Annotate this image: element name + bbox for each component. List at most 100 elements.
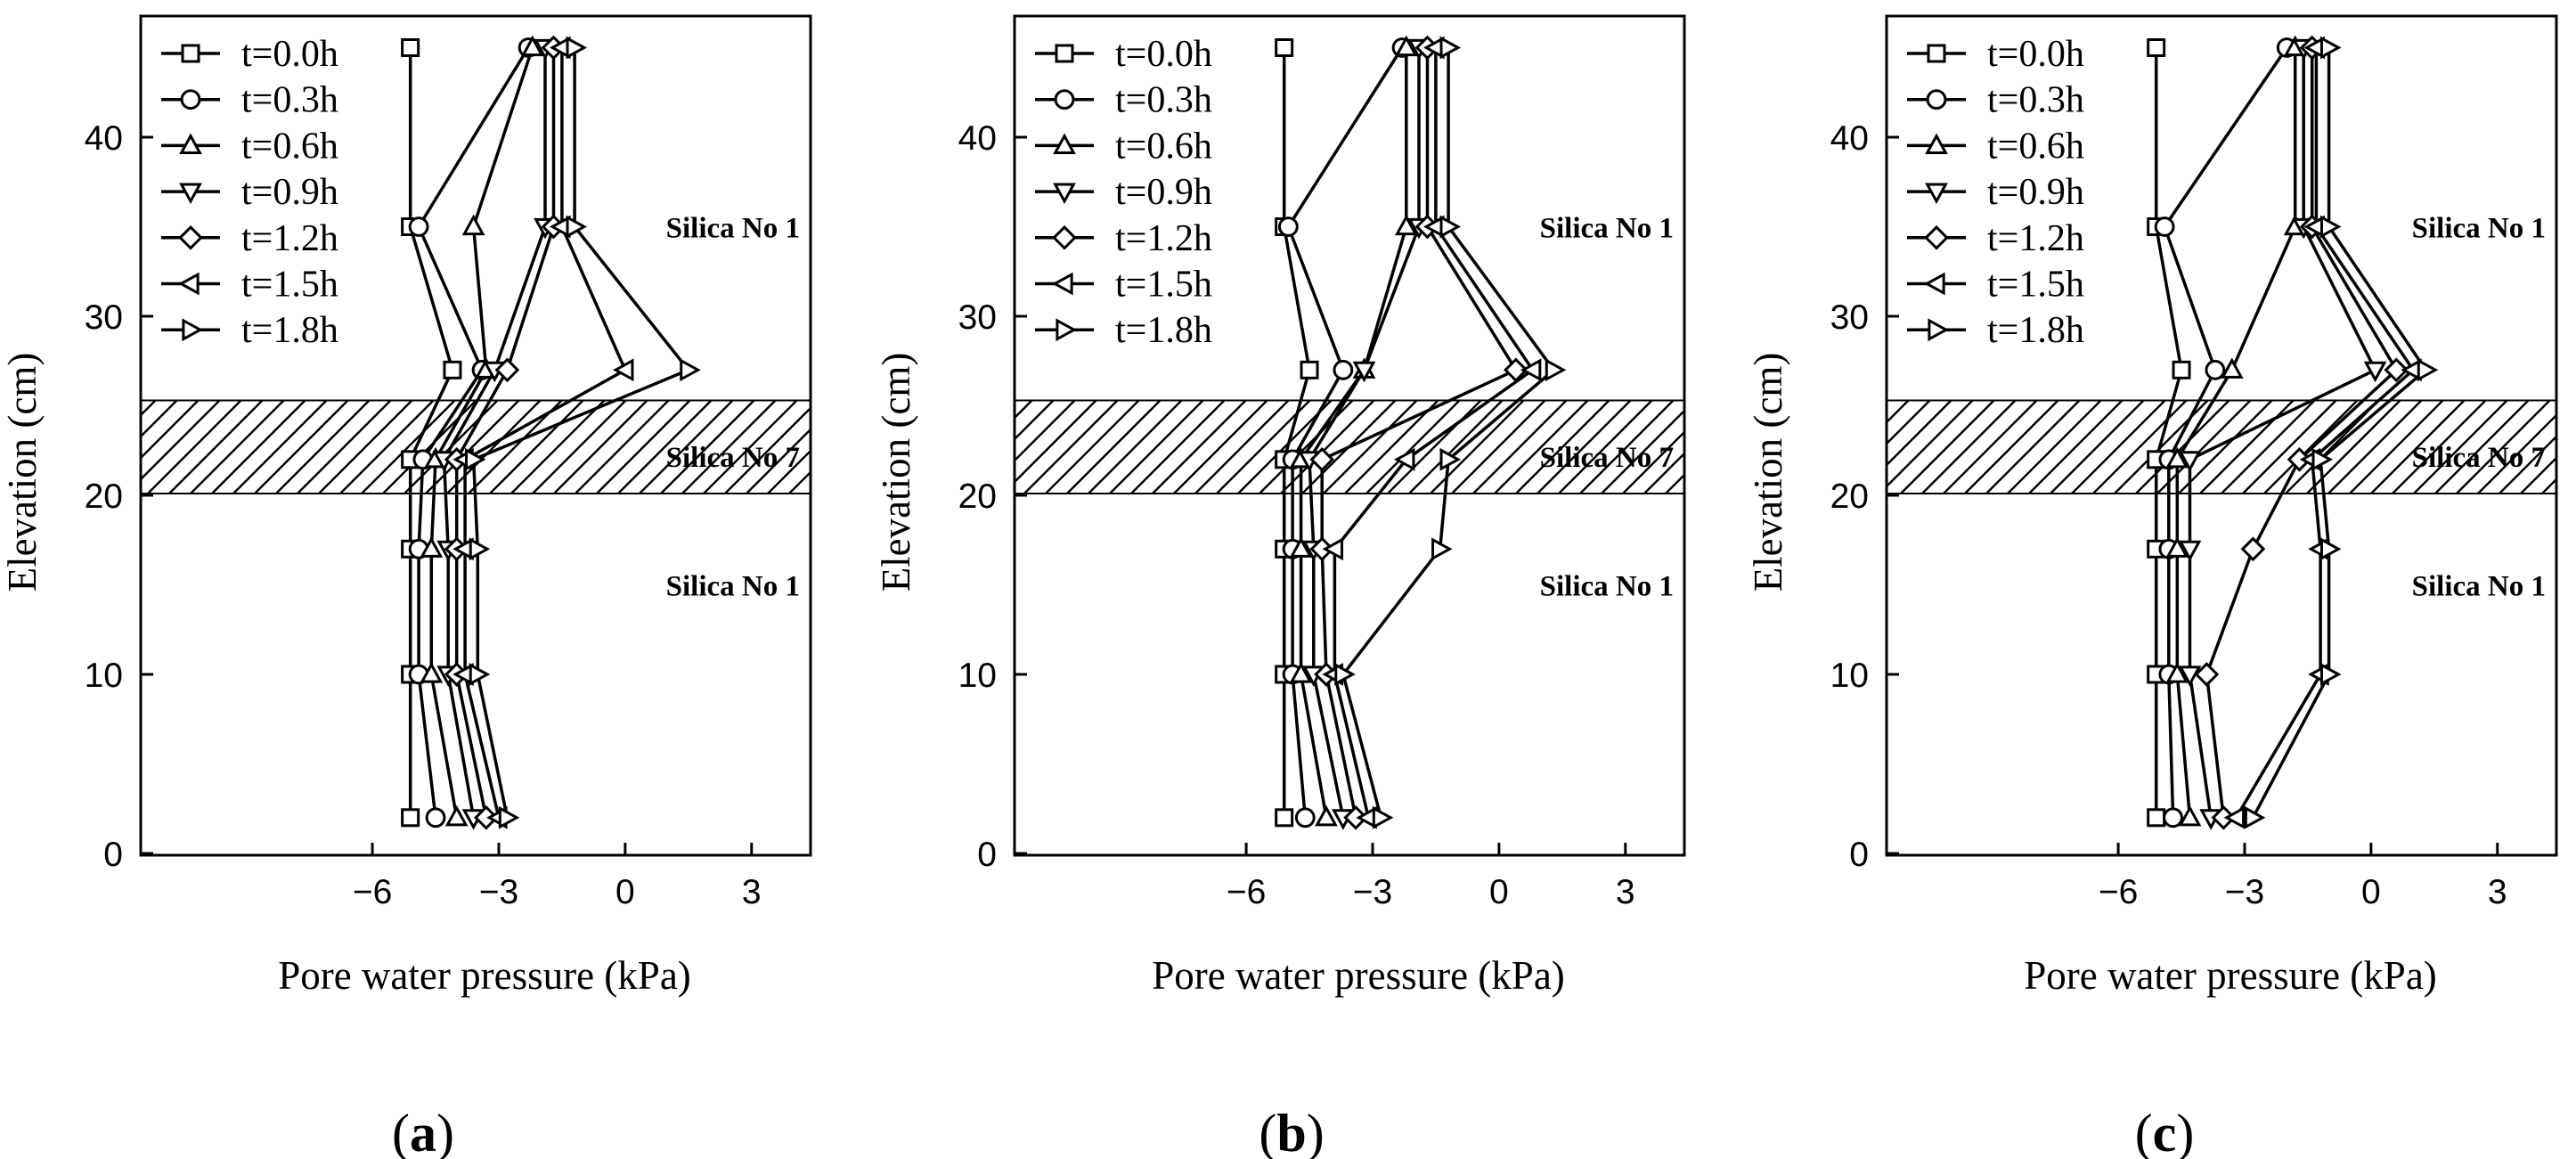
- data-point: [612, 358, 634, 382]
- legend-item: t=0.3h: [161, 80, 338, 121]
- data-point: [2163, 807, 2183, 828]
- legend-marker: [182, 318, 203, 342]
- data-point: [465, 447, 486, 471]
- legend-marker: [179, 183, 202, 205]
- data-point: [2417, 358, 2439, 382]
- legend: t=0.0h t=0.3h t=0.6h t=0.9h t=1.2h t=1.5ht=1.…: [1035, 34, 1212, 351]
- data-point: [2220, 357, 2244, 379]
- legend-marker: [1925, 183, 1948, 205]
- legend-item: t=0.0h: [1035, 34, 1212, 75]
- legend: t=0.0ht=0.3ht=0.6ht=0.9ht=1.2ht=1.5ht=1.…: [161, 34, 338, 351]
- x-axis-title: Pore water pressure (kPa): [278, 953, 691, 998]
- data-point: [1352, 361, 1376, 383]
- data-point: [2319, 663, 2342, 686]
- layer-label: Silica No 1: [2412, 213, 2546, 245]
- legend-label: t=1.8h: [241, 310, 338, 351]
- panel-label-b: (b): [1259, 1104, 1324, 1159]
- legend-item: t=1.5h: [161, 265, 338, 306]
- x-tick-label: −3: [479, 873, 518, 911]
- data-point: [566, 36, 588, 60]
- data-point: [1520, 358, 1542, 382]
- data-point: [1545, 358, 1567, 382]
- x-tick-label: 0: [1489, 873, 1509, 911]
- data-point: [2244, 805, 2266, 829]
- y-tick-label: 30: [1830, 298, 1869, 337]
- data-point: [2165, 536, 2189, 558]
- data-point: [420, 662, 444, 683]
- layer-label: Silica No 1: [666, 213, 800, 245]
- legend-marker: [1926, 89, 1947, 110]
- layer-label: Silica No 7: [2412, 442, 2546, 474]
- data-point: [1289, 662, 1313, 683]
- legend-marker: [179, 133, 202, 154]
- y-tick-label: 10: [958, 657, 997, 695]
- x-axis-title: Pore water pressure (kPa): [1152, 953, 1565, 998]
- y-tick-label: 0: [103, 836, 123, 874]
- data-point: [444, 804, 469, 827]
- x-tick-label: −6: [1227, 873, 1266, 911]
- data-point: [680, 358, 701, 382]
- x-tick-label: 3: [2488, 873, 2507, 911]
- data-point: [401, 808, 420, 828]
- chart-panel-0: t=0.0ht=0.3ht=0.6ht=0.9ht=1.2ht=1.5ht=1.…: [0, 14, 812, 998]
- legend-marker: [181, 44, 200, 63]
- legend-label: t=0.6h: [1987, 126, 2084, 167]
- x-tick-label: −6: [2099, 873, 2138, 911]
- y-axis-title: Elevation (cm): [1746, 353, 1790, 592]
- data-point: [2240, 536, 2266, 562]
- plot-frame: [1013, 14, 1686, 857]
- legend-marker: [1052, 224, 1077, 250]
- data-point: [2319, 537, 2342, 561]
- legend-item: t=0.6h: [1035, 126, 1212, 167]
- y-axis-title: Elevation (cm): [874, 353, 918, 592]
- y-tick-label: 20: [958, 477, 997, 516]
- legend-item: t=0.6h: [1907, 126, 2084, 167]
- legend: t=0.0ht=0.3ht=0.6ht=0.9ht=1.2ht=1.5ht=1.…: [1907, 34, 2084, 351]
- data-point: [408, 216, 429, 237]
- legend-item: t=0.3h: [1907, 80, 2084, 121]
- data-point: [2384, 357, 2409, 383]
- legend-marker: [1925, 133, 1948, 154]
- legend-item: t=1.5h: [1035, 265, 1212, 306]
- data-point: [443, 360, 462, 380]
- data-point: [566, 215, 588, 239]
- data-point: [461, 214, 485, 236]
- legend-label: t=1.2h: [1115, 218, 1212, 259]
- legend-label: t=0.0h: [1115, 34, 1212, 75]
- y-tick-label: 30: [85, 298, 123, 337]
- plot-frame: [1885, 14, 2558, 857]
- legend-marker: [1056, 318, 1077, 342]
- legend-item: t=0.9h: [1907, 172, 2084, 213]
- legend-label: t=1.5h: [1115, 265, 1212, 306]
- y-tick-label: 10: [1830, 657, 1869, 695]
- data-point: [2172, 360, 2191, 380]
- data-point: [2178, 451, 2202, 472]
- data-point: [1394, 214, 1418, 236]
- layer-label: Silica No 1: [1540, 571, 1674, 603]
- layer-label: Silica No 1: [2412, 571, 2546, 603]
- legend-label: t=0.6h: [241, 126, 338, 167]
- y-tick-label: 20: [1830, 477, 1869, 516]
- data-point: [2223, 805, 2246, 829]
- data-point: [2147, 808, 2166, 828]
- legend-label: t=1.5h: [241, 265, 338, 306]
- data-point: [1439, 447, 1462, 471]
- data-point: [1277, 216, 1299, 237]
- legend-marker: [178, 224, 203, 250]
- data-point: [1333, 359, 1354, 380]
- legend-label: t=0.9h: [1115, 172, 1212, 213]
- x-axis-title: Pore water pressure (kPa): [2024, 953, 2437, 998]
- layer-label: Silica No 7: [666, 442, 800, 474]
- y-tick-label: 30: [958, 298, 997, 337]
- layer-label: Silica No 1: [1540, 213, 1674, 245]
- series-t=0.6h: [1289, 35, 1418, 827]
- data-point: [425, 807, 446, 828]
- legend-label: t=0.0h: [241, 34, 338, 75]
- legend-label: t=1.8h: [1115, 310, 1212, 351]
- data-point: [1431, 537, 1453, 561]
- x-tick-label: 0: [615, 873, 635, 911]
- legend-label: t=0.3h: [1115, 80, 1212, 121]
- data-point: [1315, 804, 1338, 827]
- data-point: [1393, 447, 1415, 471]
- legend-marker: [1928, 318, 1949, 342]
